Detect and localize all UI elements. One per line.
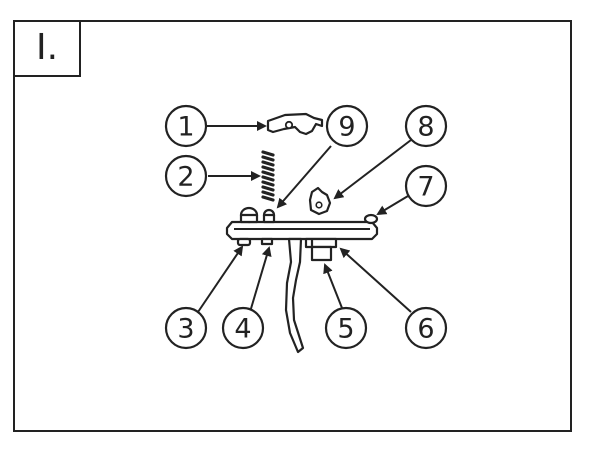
step-label: I. [35, 27, 59, 68]
callout-9: 9 [325, 104, 369, 148]
svg-text:7: 7 [417, 172, 434, 203]
step-label-box: I. [13, 20, 81, 77]
svg-text:2: 2 [177, 162, 194, 193]
callout-6: 6 [404, 306, 448, 350]
trigger-housing-icon [225, 220, 379, 249]
trigger-icon [284, 237, 333, 354]
spring-icon [261, 150, 275, 202]
callout-5: 5 [324, 306, 368, 350]
callout-4: 4 [221, 306, 265, 350]
svg-text:6: 6 [417, 314, 434, 345]
screw-icon-right [363, 213, 379, 225]
svg-text:9: 9 [338, 112, 355, 143]
svg-text:5: 5 [337, 314, 354, 345]
cam-icon [308, 186, 332, 216]
callout-1: 1 [164, 104, 208, 148]
svg-text:4: 4 [234, 314, 251, 345]
callout-3: 3 [164, 306, 208, 350]
leader-lines [197, 121, 412, 313]
screw-icon [236, 206, 259, 247]
diagram-frame [13, 20, 572, 432]
callout-7: 7 [404, 164, 448, 208]
callout-8: 8 [404, 104, 448, 148]
callout-2: 2 [164, 154, 208, 198]
svg-text:3: 3 [177, 314, 194, 345]
svg-text:8: 8 [417, 112, 434, 143]
svg-text:1: 1 [177, 112, 194, 143]
pin-icon [260, 208, 276, 246]
sear-icon [266, 112, 324, 136]
